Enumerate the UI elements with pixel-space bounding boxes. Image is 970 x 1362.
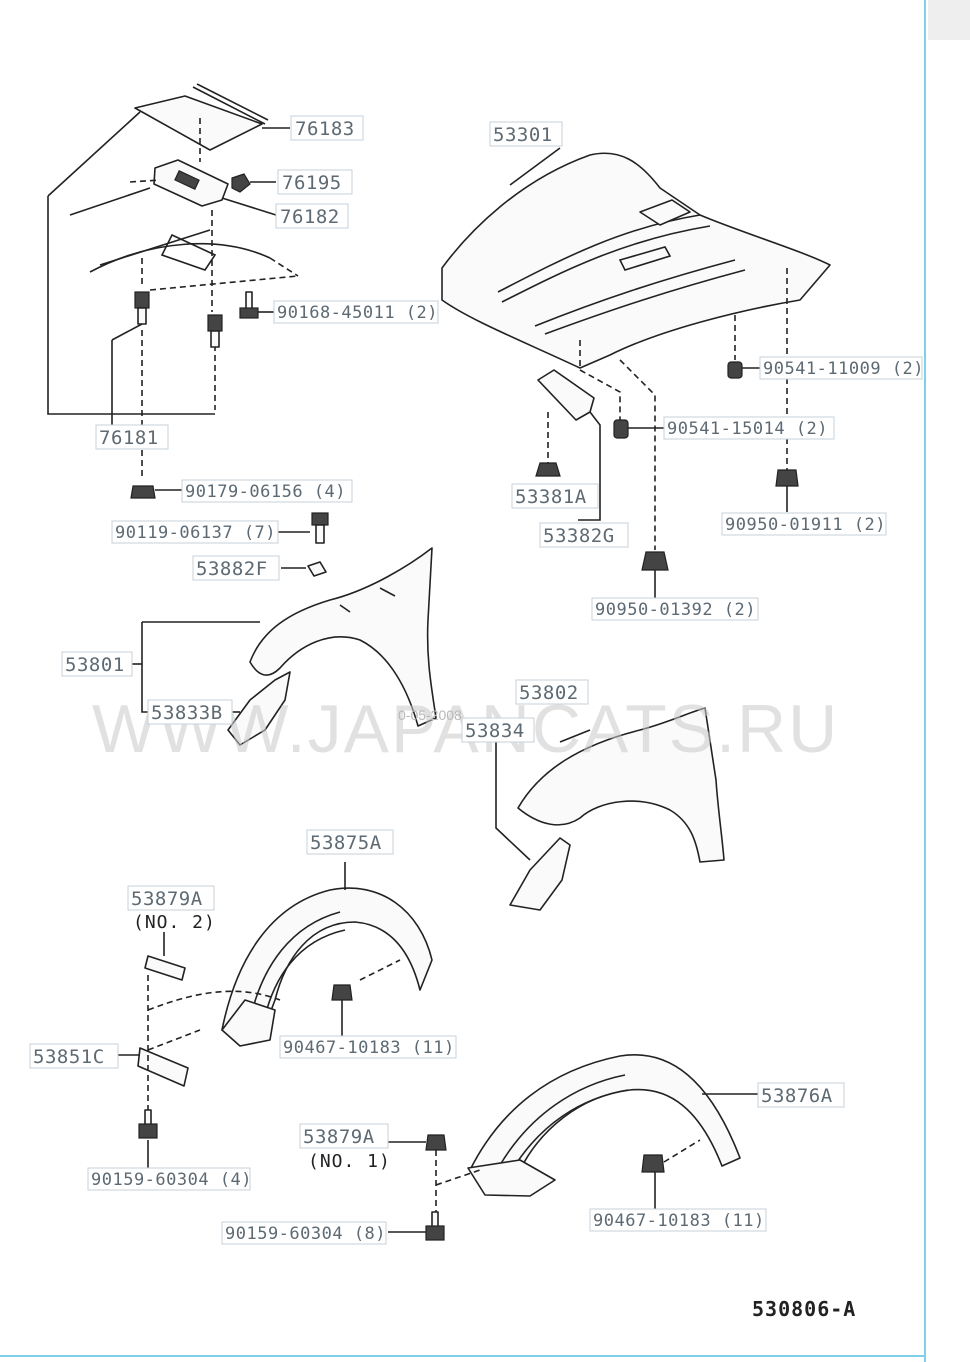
label-90179-06156: 90179-06156 (4)	[185, 482, 346, 502]
left-fender-assembly	[130, 547, 437, 746]
clip-90179	[130, 485, 156, 499]
hood-rod-bracket	[537, 369, 595, 421]
label-53834: 53834	[465, 720, 525, 742]
bumper-stop-right	[207, 314, 223, 348]
hood-latch-assembly	[47, 83, 329, 577]
rear-liner-assembly	[388, 1054, 758, 1241]
label-76183: 76183	[295, 118, 355, 140]
label-90168-45011: 90168-45011 (2)	[277, 303, 438, 323]
label-53879A-no1-note: (NO. 1)	[308, 1151, 391, 1172]
front-fender-liner	[221, 887, 433, 1041]
label-76195: 76195	[282, 172, 342, 194]
label-90467-10183-front: 90467-10183 (11)	[283, 1038, 455, 1058]
clip-53381A	[535, 462, 561, 477]
rear-fender-liner	[469, 1054, 741, 1171]
bolt-90159-right	[425, 1211, 445, 1241]
bumper-90541-a	[727, 361, 743, 379]
label-53879A-no2: 53879A	[131, 888, 203, 910]
label-53882F: 53882F	[196, 558, 268, 580]
label-53802: 53802	[519, 682, 579, 704]
latch-cover-plate	[134, 95, 263, 151]
label-90159-60304-right: 90159-60304 (8)	[225, 1224, 386, 1244]
screw-90467-rear	[641, 1154, 665, 1173]
label-53875A: 53875A	[310, 832, 382, 854]
label-53301: 53301	[493, 124, 553, 146]
frame-corner-shade	[928, 0, 970, 40]
label-90541-11009: 90541-11009 (2)	[763, 359, 924, 379]
watermark-date: 0-05-2008	[398, 707, 462, 723]
label-53879A-no2-note: (NO. 2)	[133, 912, 216, 933]
diagram-code: 530806-A	[752, 1297, 856, 1321]
bumper-stop-left	[134, 291, 150, 325]
bracket-53851C	[137, 1047, 189, 1087]
right-fender-assembly	[495, 707, 725, 911]
front-liner-assembly	[118, 862, 433, 1168]
hood-panel	[441, 152, 831, 369]
clip-90950-a	[775, 469, 799, 487]
bracket-53879A-no2	[144, 955, 186, 981]
right-fender-bracket	[509, 837, 571, 911]
hood-panel-assembly	[441, 147, 831, 598]
bolt-90119	[311, 512, 329, 544]
label-90541-15014: 90541-15014 (2)	[667, 419, 828, 439]
label-76181: 76181	[99, 427, 159, 449]
label-53833B: 53833B	[151, 702, 223, 724]
label-53876A: 53876A	[761, 1085, 833, 1107]
label-53851C: 53851C	[33, 1046, 105, 1068]
label-90119-06137: 90119-06137 (7)	[115, 523, 276, 543]
label-90950-01392: 90950-01392 (2)	[595, 600, 756, 620]
clip-53882F	[307, 561, 327, 577]
label-53879A-no1: 53879A	[303, 1126, 375, 1148]
left-fender-bracket	[227, 671, 291, 746]
part-labels: 76183 76195 76182 90168-45011 (2) 76181 …	[29, 115, 924, 1245]
label-90159-60304-left: 90159-60304 (4)	[91, 1170, 252, 1190]
screw-90467-front	[331, 984, 353, 1001]
latch-clip	[231, 173, 251, 193]
label-53382G: 53382G	[543, 525, 615, 547]
label-90467-10183-rear: 90467-10183 (11)	[593, 1211, 765, 1231]
clip-53879A-no1	[425, 1134, 447, 1151]
bolt-90159-left	[138, 1109, 158, 1139]
label-90950-01911: 90950-01911 (2)	[725, 515, 886, 535]
bolt-90168	[239, 291, 259, 319]
label-53381A: 53381A	[515, 486, 587, 508]
latch-seal-strip	[192, 86, 266, 125]
bumper-90541-b	[613, 419, 629, 439]
clip-90950-b	[641, 551, 669, 571]
label-76182: 76182	[280, 206, 340, 228]
right-fender	[517, 707, 725, 863]
label-53801: 53801	[65, 654, 125, 676]
